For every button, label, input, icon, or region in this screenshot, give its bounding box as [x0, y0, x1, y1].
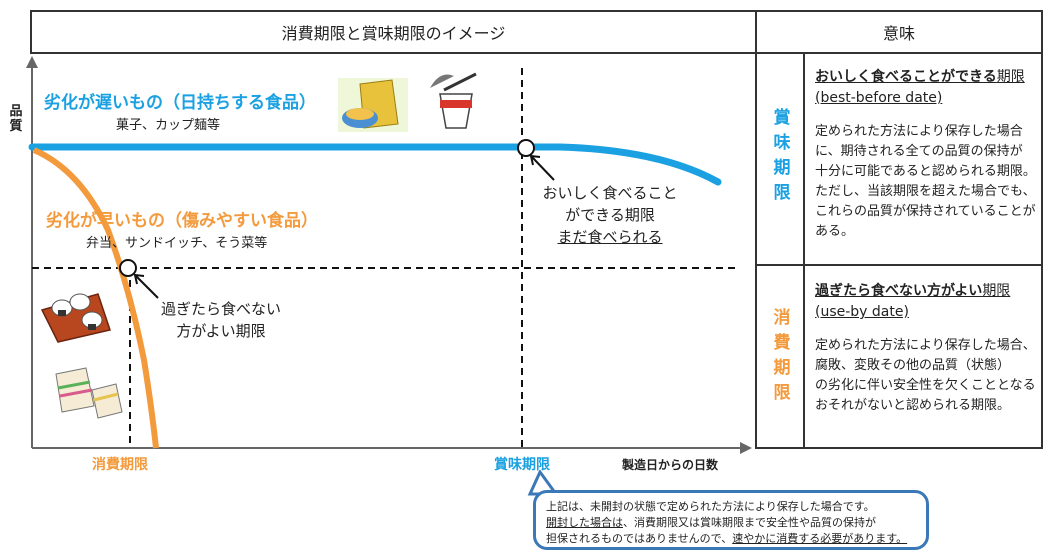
note-line3-underlined: 速やかに消費する必要があります。	[732, 532, 908, 545]
bento-box-icon	[40, 293, 111, 343]
x-axis-arrow	[740, 442, 752, 454]
sandwich-icon	[55, 367, 123, 419]
use-by-title-suffix: 期限	[982, 283, 1011, 299]
best-before-desc-line: ある。	[815, 224, 855, 239]
use-by-definition-title: 過ぎたら食べない方がよい期限	[815, 280, 1037, 302]
note-line3: 担保されるものではありませんので、速やかに消費する必要があります。	[546, 531, 916, 547]
best-before-row-body: おいしく食べることができる期限 (best-before date) 定められた…	[815, 66, 1037, 242]
note-line2-rest: 、消費期限又は賞味期限まで安全性や品質の保持が	[623, 516, 876, 529]
best-before-pointer	[531, 156, 555, 181]
best-before-annotation: おいしく食べること ができる期限 まだ食べられる	[520, 182, 700, 248]
use-by-row: 消費期限 過ぎたら食べない方がよい期限 (use-by date) 定められた方…	[757, 266, 1041, 449]
best-before-annotation-line3: まだ食べられる	[557, 228, 663, 246]
best-before-english: (best-before date)	[815, 90, 943, 106]
fast-degradation-curve	[32, 147, 159, 449]
meaning-table: 賞味期限 おいしく食べることができる期限 (best-before date) …	[755, 52, 1043, 449]
best-before-row: 賞味期限 おいしく食べることができる期限 (best-before date) …	[757, 52, 1041, 266]
slow-degradation-curve	[28, 143, 722, 186]
fast-group-examples: 弁当、サンドイッチ、そう菜等	[86, 236, 268, 251]
best-before-desc-line: ただし、当該期限を超えた場合でも、	[815, 184, 1036, 199]
note-line1: 上記は、未開封の状態で定められた方法により保存した場合です。	[546, 500, 875, 513]
diagram-title: 消費期限と賞味期限のイメージ	[281, 24, 506, 43]
best-before-desc-line: に、期待される全ての品質の保持が	[815, 144, 1023, 159]
best-before-annotation-line1: おいしく食べること	[542, 184, 678, 202]
diagram-header: 消費期限と賞味期限のイメージ	[30, 10, 757, 54]
note-line2-underlined: 開封した場合は	[546, 516, 623, 529]
note-line3-rest: 担保されるものではありませんので、	[546, 532, 733, 545]
use-by-annotation-line1: 過ぎたら食べない	[160, 300, 281, 318]
use-by-pointer	[135, 275, 159, 299]
x-marker-best-before: 賞味期限	[494, 457, 550, 473]
use-by-desc-line: 腐敗、変敗その他の品質（状態）	[815, 358, 1011, 373]
note-box: 上記は、未開封の状態で定められた方法により保存した場合です。 開封した場合は、消…	[533, 490, 929, 550]
use-by-desc-line: の劣化に伴い安全性を欠くこととなる	[815, 378, 1036, 393]
best-before-point	[517, 139, 535, 157]
use-by-annotation-line2: 方がよい期限	[176, 322, 266, 340]
best-before-desc-line: これらの品質が保持されていることが	[815, 204, 1036, 219]
use-by-row-body: 過ぎたら食べない方がよい期限 (use-by date) 定められた方法により保…	[815, 280, 1037, 416]
best-before-definition-title: おいしく食べることができる期限	[815, 66, 1037, 88]
x-axis-label: 製造日からの日数	[622, 458, 719, 472]
slow-group-examples: 菓子、カップ麺等	[116, 118, 221, 133]
best-before-annotation-line2: ができる期限	[565, 206, 655, 224]
use-by-point	[119, 259, 137, 277]
use-by-row-label: 消費期限	[757, 266, 805, 449]
note-line2: 開封した場合は、消費期限又は賞味期限まで安全性や品質の保持が	[546, 515, 916, 531]
best-before-title-text: おいしく食べることができる	[815, 69, 997, 85]
use-by-description: 定められた方法により保存した場合、 腐敗、変敗その他の品質（状態） の劣化に伴い…	[815, 336, 1037, 416]
meaning-title: 意味	[882, 24, 915, 43]
best-before-row-label: 賞味期限	[757, 52, 805, 264]
snack-bag-icon	[338, 78, 408, 132]
y-axis-label: 品質	[9, 104, 23, 134]
fast-group-title: 劣化が早いもの（傷みやすい食品）	[46, 211, 318, 231]
best-before-description: 定められた方法により保存した場合 に、期待される全ての品質の保持が 十分に可能で…	[815, 122, 1037, 242]
slow-group-title: 劣化が遅いもの（日持ちする食品）	[44, 93, 316, 113]
meaning-header: 意味	[755, 10, 1043, 54]
x-marker-use-by: 消費期限	[92, 457, 148, 473]
best-before-desc-line: 定められた方法により保存した場合	[815, 124, 1023, 139]
use-by-desc-line: 定められた方法により保存した場合、	[815, 338, 1036, 353]
use-by-desc-line: おそれがないと認められる期限。	[815, 398, 1011, 413]
use-by-annotation: 過ぎたら食べない 方がよい期限	[136, 298, 306, 342]
use-by-english: (use-by date)	[815, 304, 909, 320]
quality-diagram	[26, 56, 752, 454]
use-by-title-text: 過ぎたら食べない方がよい	[815, 283, 983, 299]
best-before-title-suffix: 期限	[996, 69, 1025, 85]
cup-noodle-icon	[430, 72, 477, 129]
y-axis-arrow	[26, 56, 38, 68]
best-before-desc-line: 十分に可能であると認められる期限。	[815, 164, 1036, 179]
